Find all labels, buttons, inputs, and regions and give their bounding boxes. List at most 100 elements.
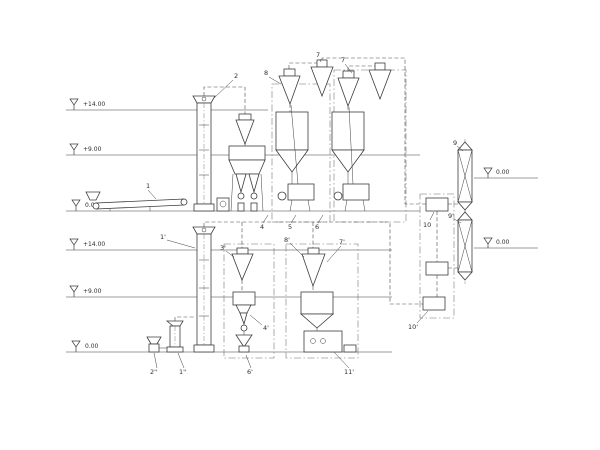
bag-cone xyxy=(235,334,253,348)
mill-2 xyxy=(333,106,370,212)
boundary-grinding-unit-1 xyxy=(271,83,331,223)
cyclone-3p xyxy=(231,247,254,282)
vessel-bottom-cone xyxy=(457,271,473,281)
box-body xyxy=(422,296,446,311)
cyclone-vent xyxy=(374,62,386,71)
mill-1 xyxy=(277,104,315,212)
benchmark-icon xyxy=(483,167,493,178)
vessel-bottom-cone xyxy=(457,201,473,211)
stand-leg xyxy=(344,199,348,212)
drive-unit xyxy=(216,197,230,212)
cyclone-vent xyxy=(283,68,296,77)
machine-cone xyxy=(239,312,248,326)
label-9: 9 xyxy=(453,139,457,147)
elevation-label: 0.00 xyxy=(85,202,99,209)
benchmark-icon xyxy=(71,199,81,211)
motor xyxy=(277,191,287,201)
belt-top xyxy=(95,198,185,204)
label-11p: 11' xyxy=(344,368,354,376)
pneumatic-riser xyxy=(290,104,299,185)
benchmark-icon xyxy=(483,237,493,248)
vessel-9p xyxy=(457,210,473,284)
mill-body xyxy=(342,183,370,201)
label-5: 5 xyxy=(288,223,292,231)
duct-exhaust-header xyxy=(321,57,426,205)
discharge-cone-left xyxy=(235,173,247,194)
elevation-label: 0.00 xyxy=(85,343,99,350)
bagger-6p xyxy=(235,334,253,353)
bin-cone xyxy=(331,149,365,173)
label-8: 8 xyxy=(264,69,268,77)
equipment-labels: 1 2 8 7 7 4 5 6 9 9' 10 10' 1' 3' 8' 7' xyxy=(146,51,464,376)
scale-platform xyxy=(343,344,357,353)
elevation-label: +14.00 xyxy=(83,101,105,108)
label-2: 2 xyxy=(234,72,238,80)
duct-small-elevator-feed xyxy=(174,316,195,321)
label-8p: 8' xyxy=(284,236,290,244)
cyclone-vent xyxy=(238,113,252,121)
elevation-label: +14.00 xyxy=(83,241,105,248)
airlock-box-10p xyxy=(422,296,446,311)
filter-cyclone-d xyxy=(368,62,392,101)
benchmark-icon xyxy=(69,238,79,250)
benchmark-icon xyxy=(69,285,79,297)
gate-left xyxy=(237,202,245,212)
label-2pp: 2'' xyxy=(150,368,158,376)
cyclone-c xyxy=(337,70,360,108)
feeder-body xyxy=(148,343,160,353)
machine-4p xyxy=(232,291,256,335)
elevation-label: 0.00 xyxy=(496,169,510,176)
bucket-elevator-2 xyxy=(192,95,230,212)
elevation-label: 0.00 xyxy=(496,239,510,246)
surge-bin-2 xyxy=(331,111,365,173)
bagging-machine-11p xyxy=(303,330,357,353)
label-6: 6 xyxy=(315,223,319,231)
belt-bottom xyxy=(95,204,185,210)
cyclone-cone xyxy=(368,69,392,101)
feed-hopper xyxy=(85,191,101,201)
head-pulley xyxy=(180,198,188,206)
separator-hopper xyxy=(228,159,266,175)
drive-motor xyxy=(219,200,227,208)
cyclone-cone xyxy=(301,253,326,288)
label-7p: 7' xyxy=(339,238,345,246)
bag xyxy=(238,345,250,353)
vessel-9 xyxy=(457,139,473,214)
cyclone-8p xyxy=(301,247,326,288)
bucket-elevator-1p xyxy=(192,226,216,353)
label-6p: 6' xyxy=(247,368,253,376)
feeder-hopper xyxy=(146,336,162,345)
label-10: 10 xyxy=(423,221,431,229)
separator-sieve xyxy=(228,113,266,212)
boundary-sifting-unit xyxy=(223,243,275,359)
label-1pp: 1'' xyxy=(179,368,187,376)
box-body xyxy=(425,197,449,212)
bin-cone xyxy=(275,149,309,173)
cyclone-cone xyxy=(337,77,360,108)
duct-cyclone-a-to-filter xyxy=(288,62,322,69)
mill-body xyxy=(287,183,315,201)
discharge-cone-right xyxy=(248,173,260,194)
stand-leg xyxy=(362,199,366,212)
stand-leg xyxy=(307,199,311,212)
label-4: 4 xyxy=(260,223,264,231)
boundary-airlock-unit xyxy=(419,193,455,319)
stand-leg xyxy=(260,173,264,212)
label-3p: 3' xyxy=(220,244,226,252)
label-7b: 7 xyxy=(341,56,345,64)
duct-bottom-header xyxy=(203,221,423,305)
benchmark-icon xyxy=(69,98,79,110)
cyclone-vent xyxy=(307,247,320,255)
cyclone-cone xyxy=(278,75,301,106)
label-4p: 4' xyxy=(263,324,269,332)
airlock-left xyxy=(237,192,245,200)
surge-bin-1 xyxy=(275,111,309,173)
head-pulley xyxy=(201,96,207,102)
label-7: 7 xyxy=(316,51,320,59)
bin-cone xyxy=(299,313,335,329)
benchmark-icon xyxy=(71,340,81,352)
gate-right xyxy=(250,202,258,212)
feeder-2pp xyxy=(146,336,167,353)
separator-body xyxy=(228,145,266,161)
cyclone-vent xyxy=(342,70,355,79)
